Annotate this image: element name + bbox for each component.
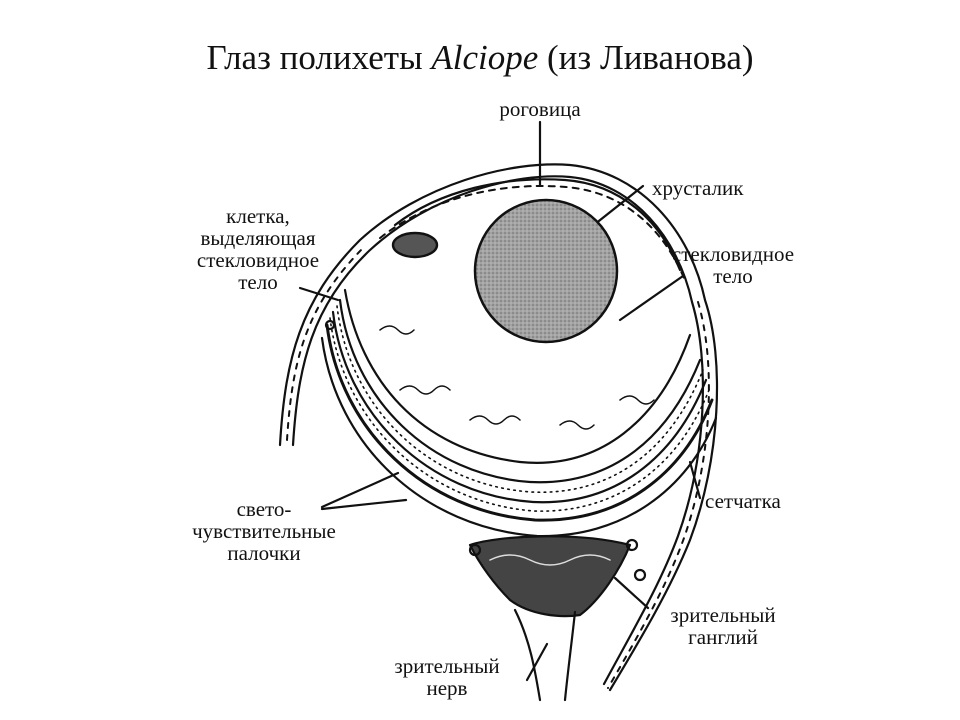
label-lens: хрусталик bbox=[652, 177, 743, 199]
title-genus: Alciope bbox=[431, 38, 539, 77]
lens bbox=[473, 198, 619, 344]
label-optic-nerve: зрительный нерв bbox=[372, 655, 522, 699]
label-rods: свето- чувствительные палочки bbox=[164, 498, 364, 564]
optic-ganglion-texture bbox=[489, 554, 611, 566]
vitreous-wave-4 bbox=[559, 420, 595, 430]
leader-secreting-cell bbox=[298, 286, 340, 302]
label-nerve-line-2: нерв bbox=[426, 676, 468, 700]
label-rods-line-3: палочки bbox=[227, 541, 301, 565]
vitreous-wave-5 bbox=[619, 395, 655, 405]
label-lens-text: хрусталик bbox=[652, 176, 744, 200]
title-prefix: Глаз полихеты bbox=[206, 38, 423, 77]
label-secreting-line-1: клетка, bbox=[226, 204, 290, 228]
ganglion-cell bbox=[633, 568, 647, 582]
label-nerve-line-1: зрительный bbox=[394, 654, 500, 678]
label-rods-line-2: чувствительные bbox=[192, 519, 336, 543]
label-secreting-cell: клетка, выделяющая стекловидное тело bbox=[178, 205, 338, 293]
retina-band-3 bbox=[325, 323, 714, 522]
photoreceptor-rods bbox=[336, 305, 704, 493]
retina-band-4 bbox=[320, 336, 718, 538]
leader-vitreous bbox=[618, 274, 685, 322]
leader-rods-2 bbox=[320, 498, 408, 511]
outer-capsule-line bbox=[278, 163, 719, 692]
cornea-inner-line bbox=[393, 178, 682, 272]
diagram-title: Глаз полихеты Alciope (из Ливанова) bbox=[0, 38, 960, 78]
secreting-cell bbox=[391, 231, 439, 259]
label-secreting-line-3: стекловидное bbox=[196, 248, 320, 272]
photoreceptor-rods-2 bbox=[329, 317, 710, 512]
leader-rods-1 bbox=[320, 471, 400, 509]
title-suffix: (из Ливанова) bbox=[547, 38, 754, 77]
vitreous-wave-2 bbox=[399, 385, 451, 395]
label-retina: сетчатка bbox=[705, 490, 781, 512]
leader-nerve bbox=[525, 642, 549, 682]
leader-ganglion bbox=[613, 576, 650, 610]
label-cornea-text: роговица bbox=[499, 97, 581, 121]
ganglion-cell bbox=[625, 538, 639, 552]
label-cornea: роговица bbox=[470, 98, 610, 120]
vitreous-wave-1 bbox=[379, 325, 415, 335]
label-retina-text: сетчатка bbox=[705, 489, 781, 513]
ganglion-cell bbox=[324, 319, 336, 331]
label-vitreous-body: стекловидное тело bbox=[648, 243, 818, 287]
leader-retina bbox=[688, 460, 702, 500]
optic-ganglion-outline bbox=[468, 535, 632, 618]
label-secreting-line-4: тело bbox=[238, 270, 278, 294]
capsule-dashes-left bbox=[286, 245, 366, 441]
outer-capsule-line-2 bbox=[291, 175, 704, 686]
cornea-dashes bbox=[379, 184, 687, 284]
label-rods-line-1: свето- bbox=[236, 497, 292, 521]
label-ganglion-line-1: зрительный bbox=[670, 603, 776, 627]
retina-band-2 bbox=[331, 310, 708, 504]
capsule-dashes-right bbox=[607, 301, 710, 689]
ganglion-cell bbox=[468, 543, 482, 557]
label-vitreous-line-2: тело bbox=[713, 264, 753, 288]
label-secreting-line-2: выделяющая bbox=[200, 226, 316, 250]
vitreous-wave-3 bbox=[469, 415, 521, 425]
label-optic-ganglion: зрительный ганглий bbox=[648, 604, 798, 648]
optic-nerve-right bbox=[563, 610, 577, 702]
label-ganglion-line-2: ганглий bbox=[688, 625, 758, 649]
label-vitreous-line-1: стекловидное bbox=[671, 242, 795, 266]
retina-band-1 bbox=[338, 298, 702, 484]
vitreous-chamber-line bbox=[343, 288, 692, 464]
optic-nerve-left bbox=[513, 608, 542, 702]
